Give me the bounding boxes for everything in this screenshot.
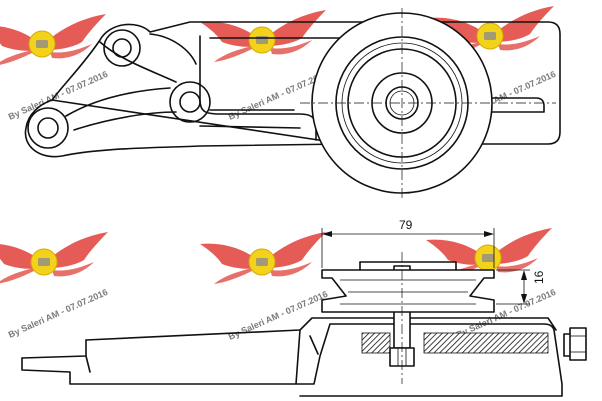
watermark-logo-icon	[0, 13, 107, 67]
mounting-boss-middle	[169, 81, 211, 123]
watermark-text: By Saleri AM - 07.07.2016	[7, 287, 109, 340]
side-view: 79 16	[21, 218, 587, 397]
watermark-text: By Saleri AM - 07.07.2016	[227, 289, 329, 342]
watermark-logo-icon	[199, 231, 327, 285]
dimension-width-label: 79	[399, 218, 413, 232]
section-hatch-right	[423, 332, 549, 354]
watermark-logo-icon	[0, 231, 109, 285]
watermark-logo-icon	[199, 9, 327, 63]
top-view	[24, 8, 561, 200]
mounting-boss-left	[27, 107, 69, 149]
tensioner-arm-outline	[24, 21, 561, 158]
section-hatch-left	[361, 332, 391, 354]
dimension-height-label: 16	[532, 270, 546, 284]
mounting-boss-top	[103, 29, 141, 67]
watermark-text: By Saleri AM - 07.07.2016	[7, 69, 109, 122]
pulley-profile	[321, 269, 495, 313]
bracket-base	[21, 323, 563, 397]
